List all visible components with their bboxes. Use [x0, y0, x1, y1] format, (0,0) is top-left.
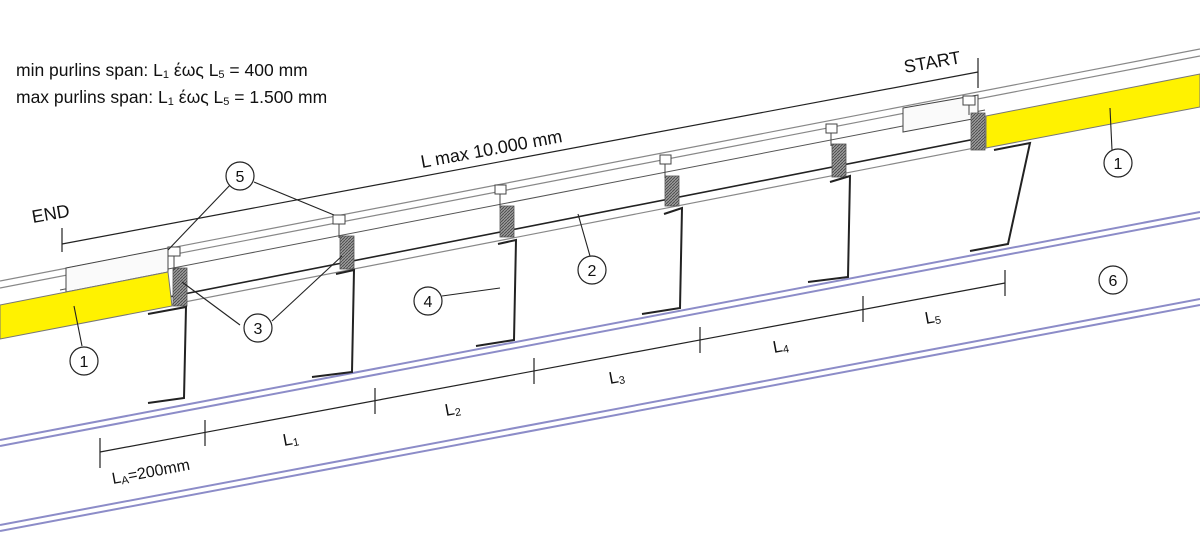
span-dimension	[99, 270, 1006, 468]
max-span-l-from-sub: 1	[167, 96, 174, 108]
max-span-value: = 1.500 mm	[234, 87, 328, 107]
span-label-l5: L5	[923, 306, 942, 329]
span-label-l1: L1	[281, 428, 300, 451]
callout-2: 2	[588, 263, 597, 280]
callout-5: 5	[236, 169, 245, 186]
right-insulation-panel	[985, 73, 1200, 149]
lmax-label: L max 10.000 mm	[419, 126, 564, 172]
end-label: END	[30, 201, 71, 227]
start-label: START	[902, 47, 962, 77]
min-span-l-from: L	[153, 60, 163, 80]
max-span-l-to: L	[213, 87, 224, 107]
span-l5-main: L	[923, 308, 936, 328]
min-span-l-to: L	[208, 60, 219, 80]
left-insulation-panel	[0, 271, 173, 340]
span-l1-main: L	[281, 430, 294, 450]
min-span-label: min purlins span:	[16, 60, 149, 80]
fasteners	[167, 95, 976, 270]
span-l5-sub: 5	[934, 314, 942, 327]
la-label: LA=200mm	[111, 457, 192, 489]
max-span-note: max purlins span: L1 έως L5 = 1.500 mm	[16, 87, 327, 108]
callout-circles	[69, 148, 1133, 376]
span-l2-sub: 2	[454, 406, 462, 419]
spacer-blocks	[172, 112, 986, 307]
z-purlins	[147, 141, 1032, 404]
span-l2-main: L	[443, 400, 456, 420]
max-span-word: έως	[178, 87, 209, 107]
span-l3-main: L	[607, 368, 620, 388]
max-span-l-to-sub: 5	[223, 96, 230, 108]
span-l4-sub: 4	[782, 343, 790, 356]
span-l4-main: L	[771, 337, 784, 357]
min-span-value: = 400 mm	[229, 60, 308, 80]
max-span-l-from: L	[158, 87, 168, 107]
la-sub: A	[120, 474, 130, 487]
span-l1-sub: 1	[292, 436, 300, 449]
callout-6: 6	[1109, 273, 1118, 290]
leader-lines	[73, 107, 1113, 347]
min-span-l-from-sub: 1	[162, 69, 170, 81]
span-label-l2: L2	[443, 398, 462, 421]
la-rest: =200mm	[127, 457, 192, 485]
span-label-l4: L4	[771, 335, 790, 358]
callout-1-right: 1	[1114, 156, 1123, 173]
lmax-dimension	[61, 58, 979, 252]
min-span-word: έως	[173, 60, 204, 80]
min-span-note: min purlins span: L1 έως L5 = 400 mm	[16, 60, 308, 81]
callout-3: 3	[254, 321, 263, 338]
callout-4: 4	[424, 294, 433, 311]
callout-1-left: 1	[80, 354, 89, 371]
rafter-lines	[0, 211, 1200, 532]
max-span-label: max purlins span:	[16, 87, 154, 107]
la-main: L	[111, 470, 123, 488]
span-l3-sub: 3	[618, 374, 626, 387]
min-span-l-to-sub: 5	[218, 69, 225, 81]
span-label-l3: L3	[607, 366, 626, 389]
